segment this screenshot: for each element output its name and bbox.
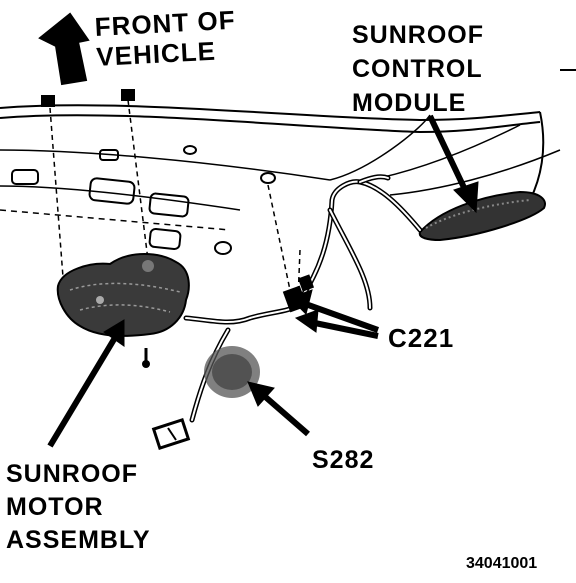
panel-cutouts bbox=[11, 89, 276, 255]
control-module-icon bbox=[418, 190, 546, 242]
harness-connector-icon bbox=[151, 417, 191, 451]
arrow-to-s282-icon bbox=[247, 381, 310, 437]
alignment-lines bbox=[49, 99, 301, 301]
motor-assembly-line-3: ASSEMBLY bbox=[6, 526, 151, 554]
splice-label: S282 bbox=[312, 446, 375, 474]
motor-assembly-icon bbox=[56, 253, 190, 368]
front-arrow-icon bbox=[38, 12, 90, 86]
motor-assembly-line-1: SUNROOF bbox=[6, 460, 138, 488]
connector-label: C221 bbox=[388, 323, 455, 353]
arrow-to-module-icon bbox=[427, 114, 479, 214]
arrow-to-c221-icon bbox=[289, 289, 380, 339]
control-module-line-3: MODULE bbox=[352, 89, 467, 117]
roof-panel bbox=[0, 69, 576, 231]
motor-assembly-line-2: MOTOR bbox=[6, 493, 104, 521]
control-module-line-1: SUNROOF bbox=[352, 21, 484, 49]
front-of-vehicle-label: FRONT OF VEHICLE bbox=[94, 5, 238, 72]
control-module-line-2: CONTROL bbox=[352, 55, 483, 83]
control-module-label: SUNROOF CONTROL MODULE bbox=[352, 18, 484, 120]
splice-s282-icon bbox=[204, 346, 260, 398]
arrow-to-motor-icon bbox=[47, 319, 125, 448]
motor-assembly-label: SUNROOF MOTOR ASSEMBLY bbox=[6, 458, 151, 557]
leader-arrows bbox=[47, 114, 479, 448]
figure-code: 34041001 bbox=[466, 555, 538, 572]
